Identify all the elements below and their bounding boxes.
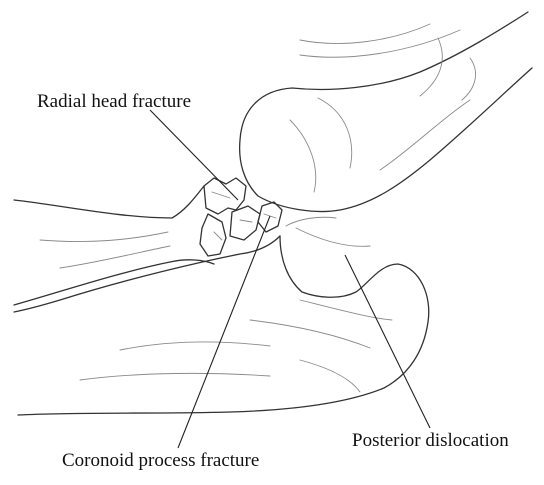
radial-head-fracture-label: Radial head fracture (37, 91, 192, 112)
leader-radial-head (149, 109, 239, 201)
joint-contour (285, 216, 371, 247)
leader-coronoid (177, 215, 271, 449)
radial-head-fragments (199, 177, 261, 257)
leader-posterior (344, 254, 431, 429)
humerus (238, 11, 533, 213)
ulna (13, 235, 430, 416)
coronoid-process-fracture-label: Coronoid process fracture (62, 450, 260, 471)
radius (13, 185, 215, 306)
posterior-dislocation-label: Posterior dislocation (352, 430, 509, 451)
